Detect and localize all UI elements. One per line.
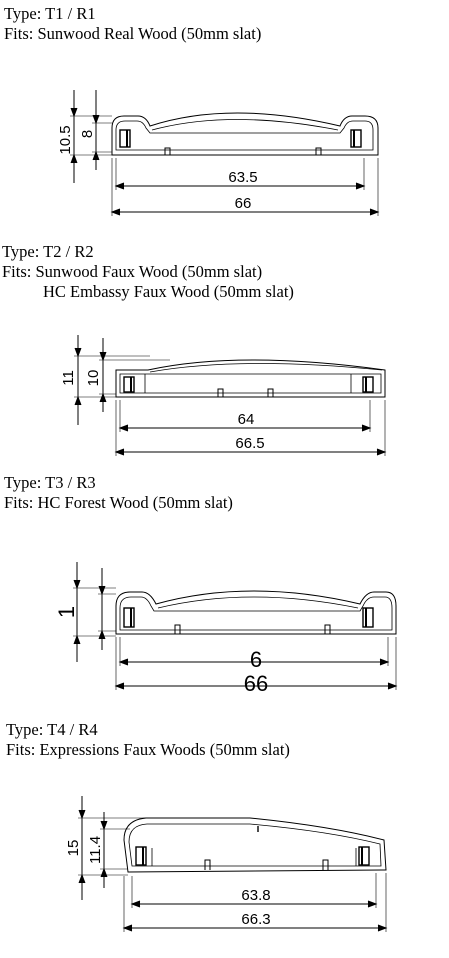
dim-overall-height-t1: 10.5 <box>57 125 74 154</box>
fits-label-t3: Fits: HC Forest Wood (50mm slat) <box>4 493 233 512</box>
caption-t4: Type: T4 / R4 Fits: Expressions Faux Woo… <box>6 720 290 760</box>
dim-overall-width-t4: 66.3 <box>241 911 270 928</box>
profile-t4 <box>78 796 388 932</box>
dim-inner-width-t2: 64 <box>238 411 255 428</box>
dim-inner-height-t2: 10 <box>85 370 102 387</box>
profile-t2 <box>74 335 387 456</box>
dim-overall-width-t3: 66 <box>244 671 268 696</box>
dim-inner-height-t4: 11.4 <box>87 836 104 864</box>
fits-label-t1: Fits: Sunwood Real Wood (50mm slat) <box>4 24 262 43</box>
type-label-t4: Type: T4 / R4 <box>6 720 98 739</box>
dim-inner-width-t4: 63.8 <box>241 887 270 904</box>
dim-overall-height-t3: 1 <box>54 606 79 618</box>
profile-t1 <box>70 90 380 216</box>
dim-overall-width-t1: 66 <box>235 195 252 212</box>
fits-label-t2-second: HC Embassy Faux Wood (50mm slat) <box>43 282 294 301</box>
fits-label-t2: Fits: Sunwood Faux Wood (50mm slat) <box>2 262 263 281</box>
caption-t1: Type: T1 / R1 Fits: Sunwood Real Wood (5… <box>4 4 261 44</box>
dim-inner-width-t3: 6 <box>250 647 262 672</box>
type-label-t2: Type: T2 / R2 <box>2 242 94 261</box>
dim-overall-height-t4: 15 <box>65 840 82 857</box>
profile-t3 <box>73 562 398 690</box>
fits-label-t4: Fits: Expressions Faux Woods (50mm slat) <box>6 740 290 759</box>
type-label-t1: Type: T1 / R1 <box>4 4 96 23</box>
dim-inner-height-t1: 8 <box>79 130 96 138</box>
caption-t3: Type: T3 / R3 Fits: HC Forest Wood (50mm… <box>4 473 233 513</box>
caption-t2: Type: T2 / R2 Fits: Sunwood Faux Wood (5… <box>2 242 294 302</box>
dim-overall-width-t2: 66.5 <box>235 435 264 452</box>
type-label-t3: Type: T3 / R3 <box>4 473 96 492</box>
dim-overall-height-t2: 11 <box>60 370 77 386</box>
dim-inner-width-t1: 63.5 <box>228 169 257 186</box>
